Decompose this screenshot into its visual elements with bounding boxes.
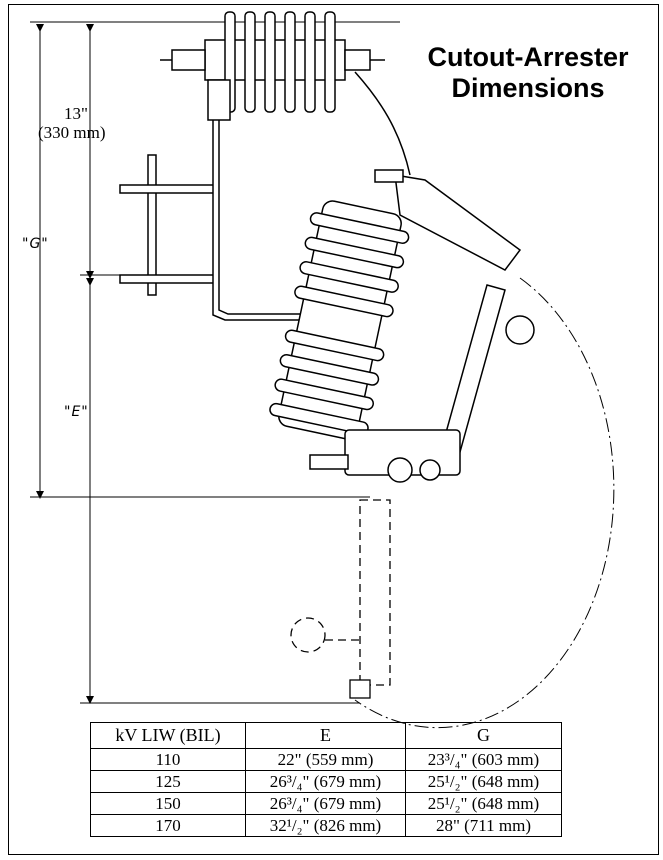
dimension-13in-inches: 13" — [64, 104, 88, 123]
header-g: G — [405, 722, 562, 749]
cell-g: 25¹/₂" (648 mm) — [405, 792, 562, 815]
lower-hinge — [309, 429, 461, 483]
cell-e: 26³/₄" (679 mm) — [245, 792, 406, 815]
upper-contact — [374, 169, 535, 345]
cell-kv: 125 — [90, 770, 246, 793]
dimension-g-label: "G" — [22, 236, 49, 252]
table-header-row: kV LIW (BIL) E G — [90, 722, 562, 749]
page-frame — [8, 4, 659, 855]
swing-arc — [354, 277, 615, 729]
dropout-position — [290, 499, 391, 686]
cell-g: 25¹/₂" (648 mm) — [405, 770, 562, 793]
cell-e: 26³/₄" (679 mm) — [245, 770, 406, 793]
arrester-insulator — [160, 11, 385, 121]
dimension-e-label: "E" — [64, 404, 89, 420]
mounting-bracket — [119, 120, 300, 321]
table-row: 150 26³/₄" (679 mm) 25¹/₂" (648 mm) — [90, 792, 562, 815]
dimensions-table: kV LIW (BIL) E G 110 22" (559 mm) 23³/₄"… — [90, 722, 562, 837]
ground-lead — [354, 71, 411, 176]
cell-e: 32¹/₂" (826 mm) — [245, 814, 406, 837]
diagram-title: Cutout-Arrester Dimensions — [398, 42, 658, 104]
cell-e: 22" (559 mm) — [245, 748, 406, 771]
cell-kv: 110 — [90, 748, 246, 771]
cutout-insulator — [269, 200, 410, 440]
dimension-13in-mm: (330 mm) — [38, 123, 106, 142]
cell-kv: 170 — [90, 814, 246, 837]
table-row: 170 32¹/₂" (826 mm) 28" (711 mm) — [90, 814, 562, 837]
cell-kv: 150 — [90, 792, 246, 815]
header-kv-liw: kV LIW (BIL) — [90, 722, 246, 749]
title-line-2: Dimensions — [451, 73, 605, 103]
title-line-1: Cutout-Arrester — [427, 42, 629, 72]
table-row: 125 26³/₄" (679 mm) 25¹/₂" (648 mm) — [90, 770, 562, 793]
cell-g: 23³/₄" (603 mm) — [405, 748, 562, 771]
header-e: E — [245, 722, 406, 749]
table-row: 110 22" (559 mm) 23³/₄" (603 mm) — [90, 748, 562, 771]
cell-g: 28" (711 mm) — [405, 814, 562, 837]
dimension-13in-label: 13" (330 mm) — [38, 104, 138, 142]
